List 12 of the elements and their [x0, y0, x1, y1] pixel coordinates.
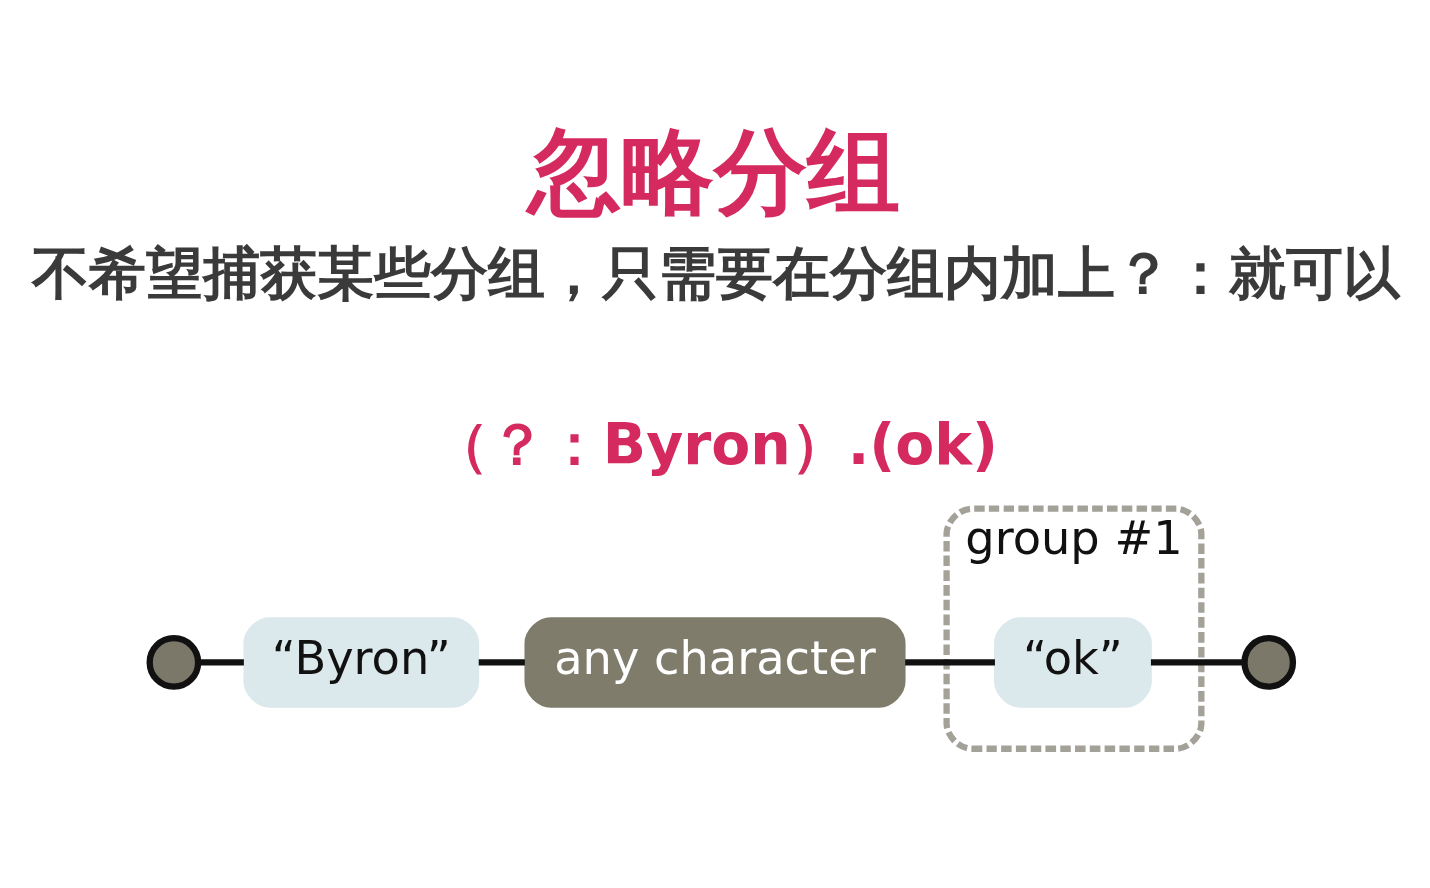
node-circle [1241, 634, 1297, 690]
diagram-title: 忽略分组 [527, 117, 900, 226]
connector [198, 658, 244, 666]
connector [905, 658, 995, 666]
label: （？：Byron）.(ok) [431, 410, 999, 477]
node-box: “ok” [993, 616, 1152, 708]
node-box: “Byron” [243, 616, 480, 708]
node-circle [146, 634, 202, 690]
connector [478, 658, 525, 666]
label: 不希望捕获某些分组，只需要在分组内加上？：就可以 [31, 239, 1400, 306]
connector [1150, 658, 1244, 666]
node-box: any character [524, 616, 906, 708]
